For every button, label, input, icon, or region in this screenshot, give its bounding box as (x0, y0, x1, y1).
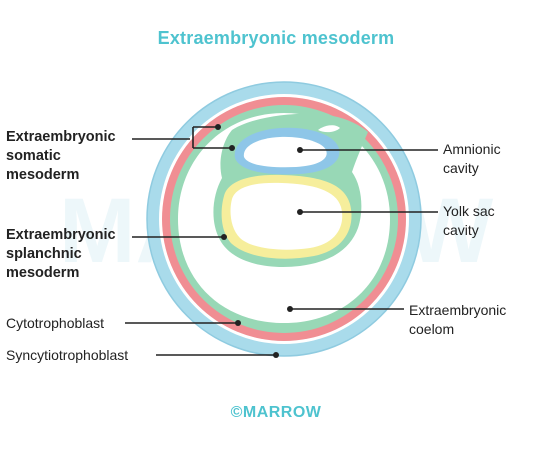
diagram-title: Extraembryonic mesoderm (157, 28, 395, 48)
leader-dots (215, 124, 303, 358)
amnionic-cavity (243, 136, 327, 168)
label-extraembryonic-coelom: Extraembryonic coelom (409, 302, 507, 337)
label-splanchnic-mesoderm: Extraembryonic splanchnic mesoderm (6, 227, 116, 281)
label-syncytiotrophoblast: Syncytiotrophoblast (6, 347, 129, 363)
label-yolk-sac-cavity: Yolk sac cavity (443, 203, 495, 238)
footer-brand: ©MARROW (230, 404, 322, 421)
leader-lines (125, 126, 438, 356)
yolk-sac-cavity (230, 182, 343, 250)
somatic-leader (132, 126, 232, 149)
label-somatic-mesoderm: Extraembryonic somatic mesoderm (6, 129, 116, 183)
label-amnionic-cavity: Amnionic cavity (443, 141, 501, 176)
label-cytotrophoblast: Cytotrophoblast (6, 315, 105, 331)
